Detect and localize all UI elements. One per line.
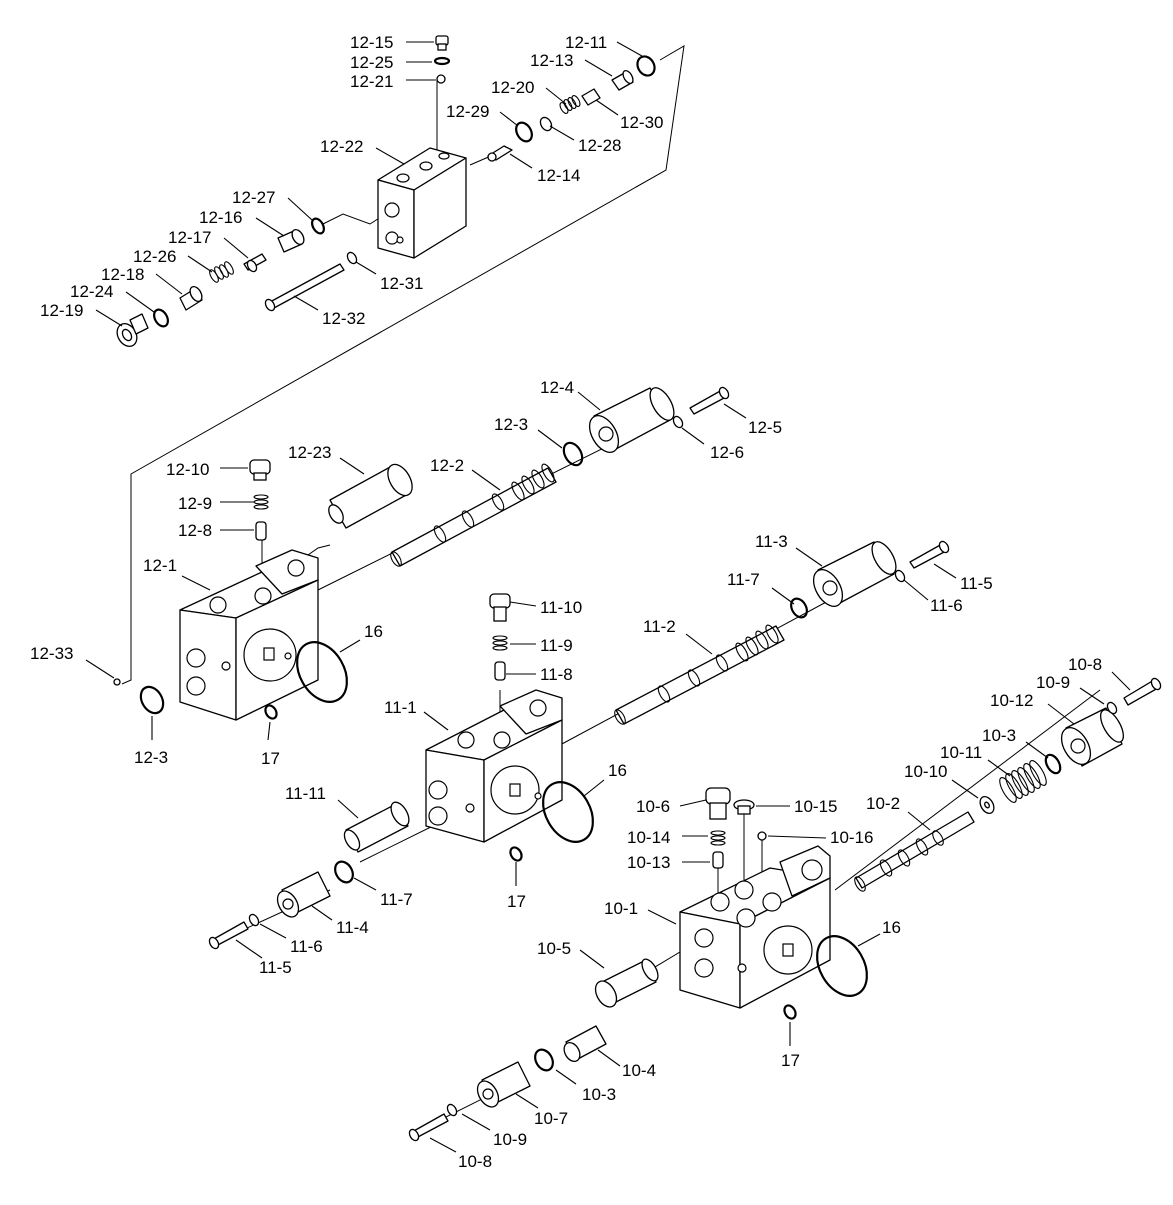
label-12-14: 12-14: [537, 166, 580, 185]
label-12-17: 12-17: [168, 228, 211, 247]
label-12-24: 12-24: [70, 282, 113, 301]
label-10-5: 10-5: [537, 939, 571, 958]
label-11-7-b: 11-7: [380, 890, 413, 909]
label-16-a: 16: [364, 622, 383, 641]
parts-12-spool-line: [113, 386, 730, 720]
label-12-33: 12-33: [30, 644, 73, 663]
label-12-1: 12-1: [143, 556, 177, 575]
label-12-30: 12-30: [620, 113, 663, 132]
label-12-5: 12-5: [748, 418, 782, 437]
label-12-16: 12-16: [199, 208, 242, 227]
label-12-25: 12-25: [350, 53, 393, 72]
label-12-22: 12-22: [320, 137, 363, 156]
label-10-13: 10-13: [627, 853, 670, 872]
label-12-13: 12-13: [530, 51, 573, 70]
label-10-9-a: 10-9: [1036, 673, 1070, 692]
label-10-15: 10-15: [794, 797, 837, 816]
label-17-a: 17: [261, 749, 280, 768]
label-17-c: 17: [781, 1051, 800, 1070]
label-11-5-b: 11-5: [259, 958, 292, 977]
label-10-11: 10-11: [940, 743, 982, 762]
label-12-26: 12-26: [133, 247, 176, 266]
label-12-27: 12-27: [232, 188, 275, 207]
label-12-8: 12-8: [178, 521, 212, 540]
label-11-1: 11-1: [384, 698, 417, 717]
label-10-3-b: 10-3: [582, 1085, 616, 1104]
label-10-7: 10-7: [534, 1109, 568, 1128]
label-12-10: 12-10: [166, 460, 209, 479]
label-12-9: 12-9: [178, 494, 212, 513]
label-11-2: 11-2: [643, 617, 676, 636]
label-12-19: 12-19: [40, 301, 83, 320]
label-17-b: 17: [507, 892, 526, 911]
label-10-2: 10-2: [866, 794, 900, 813]
label-11-6-b: 11-6: [290, 937, 323, 956]
label-12-28: 12-28: [578, 136, 621, 155]
valve-section-11-1: [425, 689, 563, 843]
label-11-10: 11-10: [540, 598, 582, 617]
label-11-3: 11-3: [755, 532, 788, 551]
label-12-20: 12-20: [491, 78, 534, 97]
relief-block-12-22: [377, 147, 467, 259]
label-10-3-a: 10-3: [982, 726, 1016, 745]
label-12-4: 12-4: [540, 378, 574, 397]
label-12-3-a: 12-3: [494, 415, 528, 434]
label-10-8-b: 10-8: [458, 1152, 492, 1171]
callout-leaders: [85, 41, 1131, 1153]
label-12-2: 12-2: [430, 456, 464, 475]
label-11-8: 11-8: [540, 665, 573, 684]
label-11-9: 11-9: [540, 636, 573, 655]
label-10-9-b: 10-9: [493, 1130, 527, 1149]
label-11-5-a: 11-5: [960, 574, 993, 593]
label-10-6: 10-6: [636, 797, 670, 816]
label-10-12: 10-12: [990, 691, 1033, 710]
parts-10: [408, 677, 1162, 1142]
label-11-4: 11-4: [336, 918, 369, 937]
label-11-11: 11-11: [285, 784, 326, 803]
label-12-21: 12-21: [350, 72, 393, 91]
label-11-7-a: 11-7: [727, 570, 760, 589]
label-12-23: 12-23: [288, 443, 331, 462]
label-16-c: 16: [882, 918, 901, 937]
small-parts-12: [116, 35, 656, 347]
label-10-4: 10-4: [622, 1061, 656, 1080]
label-12-29: 12-29: [446, 102, 489, 121]
label-12-31: 12-31: [380, 274, 423, 293]
label-12-18: 12-18: [101, 265, 144, 284]
callout-labels: 12-15 12-25 12-21 12-11 12-13 12-20 12-3…: [30, 33, 1102, 1171]
label-16-b: 16: [608, 761, 627, 780]
label-12-15: 12-15: [350, 33, 393, 52]
label-12-6: 12-6: [710, 443, 744, 462]
label-12-11: 12-11: [565, 33, 607, 52]
label-12-32: 12-32: [322, 309, 365, 328]
parts-11: [208, 540, 950, 950]
label-10-8-a: 10-8: [1068, 655, 1102, 674]
label-10-14: 10-14: [627, 828, 670, 847]
valve-section-12-1: [179, 549, 319, 721]
label-11-6-a: 11-6: [930, 596, 963, 615]
label-10-10: 10-10: [904, 762, 947, 781]
label-10-1: 10-1: [604, 899, 638, 918]
label-10-16: 10-16: [830, 828, 873, 847]
valve-section-10-1: [679, 845, 831, 1009]
label-12-3-b: 12-3: [134, 748, 168, 767]
